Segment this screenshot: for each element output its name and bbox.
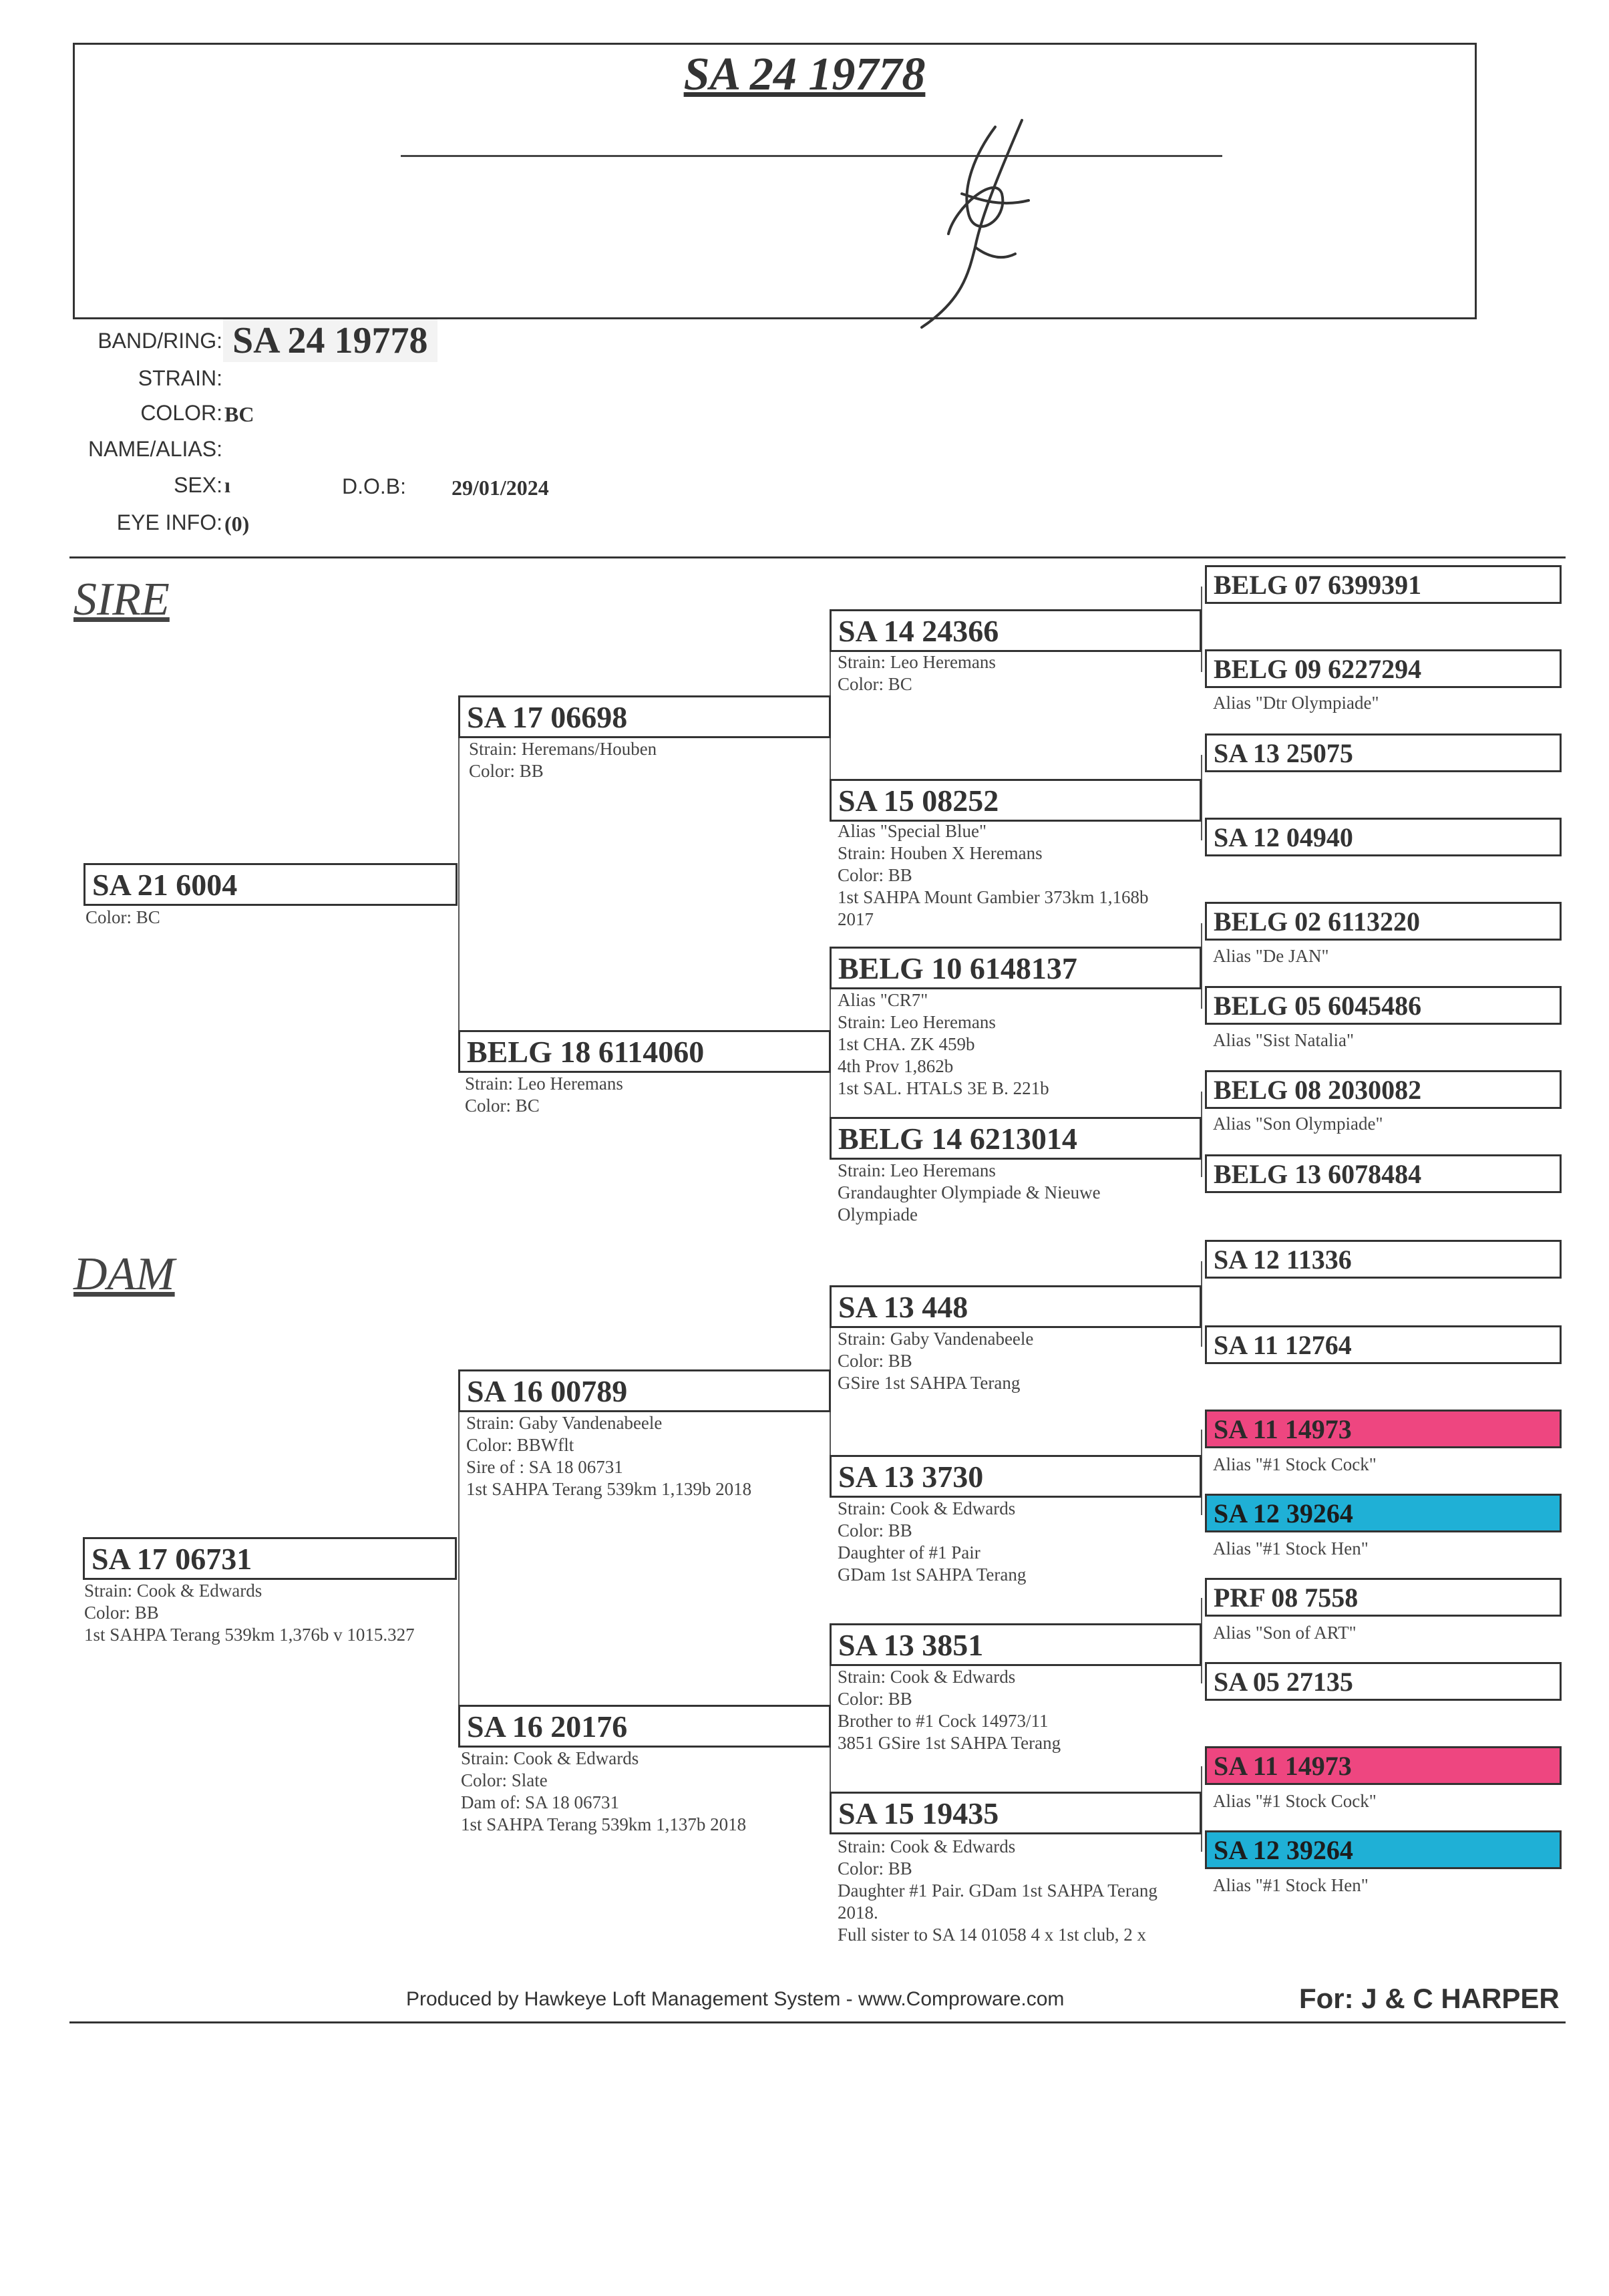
page-title: SA 24 19778 — [683, 49, 926, 100]
band-value: SA 24 19778 — [223, 319, 437, 362]
gen3-ring: SA 15 08252 — [830, 779, 1202, 822]
gen3-ring: SA 15 19435 — [830, 1792, 1202, 1834]
dob-value: 29/01/2024 — [452, 476, 549, 500]
gen4-ring: SA 13 25075 — [1205, 733, 1562, 772]
gen4-ring: BELG 07 6399391 — [1205, 565, 1562, 604]
gen2-ring: SA 16 20176 — [458, 1705, 831, 1748]
gen3-ring: BELG 10 6148137 — [830, 947, 1202, 989]
connector-line — [1201, 1766, 1202, 1852]
for-owner-text: For: J & C HARPER — [1299, 1983, 1560, 2014]
gen4-ring-highlighted: SA 11 14973 — [1205, 1410, 1562, 1448]
gen3-ring: SA 13 3851 — [830, 1623, 1202, 1666]
gen4-alias: Alias "Dtr Olympiade" — [1213, 693, 1379, 713]
gen4-alias: Alias "#1 Stock Cock" — [1213, 1454, 1377, 1474]
gen3-ring: SA 13 448 — [830, 1285, 1202, 1328]
gen3-ring: BELG 14 6213014 — [830, 1117, 1202, 1160]
gen4-ring: SA 11 12764 — [1205, 1325, 1562, 1364]
eye-label: EYE INFO: — [116, 510, 222, 534]
gen4-alias: Alias "Son Olympiade" — [1213, 1114, 1383, 1134]
connector-line — [1201, 1261, 1202, 1347]
color-value: BC — [224, 402, 254, 426]
connector-line — [1201, 755, 1202, 840]
gen4-ring: SA 05 27135 — [1205, 1662, 1562, 1701]
gen4-alias: Alias "Sist Natalia" — [1213, 1030, 1355, 1050]
gen2-ring: SA 16 00789 — [458, 1369, 831, 1412]
sire-ring: SA 21 6004 — [83, 863, 458, 906]
band-label: BAND/RING: — [98, 329, 222, 353]
gen4-ring-highlighted: SA 12 39264 — [1205, 1494, 1562, 1532]
produced-by-text: Produced by Hawkeye Loft Management Syst… — [406, 1988, 1065, 2010]
connector-line — [1201, 1598, 1202, 1683]
connector-line — [1201, 1430, 1202, 1515]
connector-line — [458, 1387, 460, 1742]
gen4-ring-highlighted: SA 12 39264 — [1205, 1830, 1562, 1869]
bottom-divider — [69, 2021, 1566, 2023]
signature-line — [401, 155, 1222, 157]
connector-line — [458, 712, 460, 1066]
sire-heading: SIRE — [73, 574, 170, 625]
gen4-ring: PRF 08 7558 — [1205, 1578, 1562, 1617]
gen4-ring: BELG 02 6113220 — [1205, 902, 1562, 941]
gen4-ring: SA 12 11336 — [1205, 1240, 1562, 1279]
gen3-ring: SA 14 24366 — [830, 609, 1202, 652]
strain-label: STRAIN: — [138, 366, 222, 390]
gen4-alias: Alias "#1 Stock Hen" — [1213, 1538, 1369, 1559]
connector-line — [1201, 923, 1202, 1009]
top-divider — [69, 556, 1566, 558]
gen4-alias: Alias "Son of ART" — [1213, 1623, 1357, 1643]
gen4-ring: SA 12 04940 — [1205, 818, 1562, 856]
gen4-ring-highlighted: SA 11 14973 — [1205, 1746, 1562, 1785]
sex-label: SEX: — [174, 473, 222, 497]
sire-info: Color: BC — [85, 907, 160, 927]
dam-heading: DAM — [73, 1249, 175, 1300]
dam-ring: SA 17 06731 — [83, 1537, 457, 1580]
dob-label: D.O.B: — [341, 474, 406, 498]
gen4-ring: BELG 08 2030082 — [1205, 1070, 1562, 1109]
gen3-info: Alias "Special Blue"Strain: Houben X Her… — [838, 821, 1149, 929]
gen3-ring: SA 13 3730 — [830, 1455, 1202, 1498]
gen4-alias: Alias "#1 Stock Cock" — [1213, 1791, 1377, 1811]
name-label: NAME/ALIAS: — [88, 437, 222, 461]
gen2-ring: BELG 18 6114060 — [458, 1030, 831, 1073]
gen4-ring: BELG 13 6078484 — [1205, 1154, 1562, 1193]
connector-line — [1201, 1092, 1202, 1177]
eye-value: (0) — [224, 512, 250, 536]
gen4-alias: Alias "#1 Stock Hen" — [1213, 1875, 1369, 1895]
sex-value: ı — [224, 473, 230, 497]
color-label: COLOR: — [140, 401, 222, 425]
gen4-alias: Alias "De JAN" — [1213, 946, 1329, 966]
gen4-ring: BELG 09 6227294 — [1205, 649, 1562, 688]
header-box — [73, 43, 1477, 319]
gen4-ring: BELG 05 6045486 — [1205, 986, 1562, 1025]
connector-line — [1201, 587, 1202, 672]
gen2-ring: SA 17 06698 — [458, 695, 831, 738]
handwritten-signature — [920, 119, 1030, 329]
